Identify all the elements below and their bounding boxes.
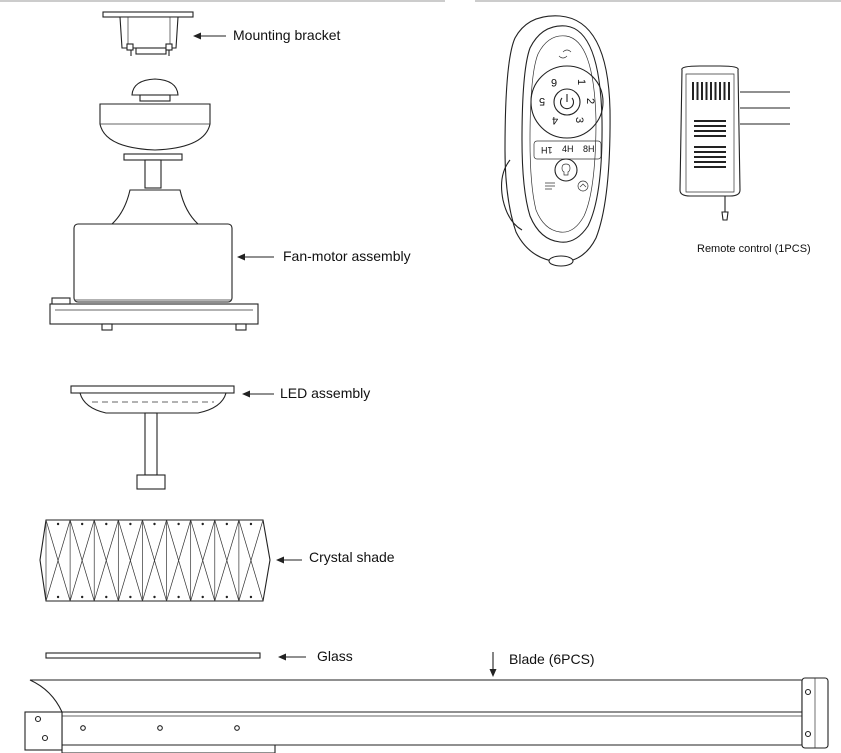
shade-crystal-dot — [80, 522, 84, 526]
receiver-vent-slot — [694, 156, 726, 158]
natural-wind-icon[interactable] — [545, 182, 555, 190]
shade-facet-line — [117, 519, 143, 602]
shade-crystal-dot — [225, 595, 229, 599]
receiver-vent-slot — [694, 166, 726, 168]
shade-crystal-dot — [201, 595, 204, 599]
shade-crystal-dot — [105, 522, 108, 526]
light-bulb-icon — [561, 163, 571, 176]
fan-motor-assembly-drawing — [49, 78, 259, 331]
mounting-bracket-drawing — [102, 11, 194, 56]
receiver-vent-slot — [696, 82, 699, 100]
receiver-vent-slot — [719, 82, 721, 100]
shade-crystal-dot — [56, 595, 60, 599]
label-blade: Blade (6PCS) — [509, 651, 595, 667]
receiver-vent-slot — [710, 82, 712, 100]
timer-4h-button[interactable]: 4H — [562, 144, 574, 154]
shade-crystal-dot — [153, 522, 156, 526]
shade-facet-line — [69, 519, 95, 602]
receiver-vent-slot — [723, 82, 726, 100]
led-assembly-drawing — [70, 385, 235, 490]
receiver-vent-slot — [694, 146, 726, 148]
receiver-vent-slot — [694, 120, 726, 122]
receiver-vent-slot — [714, 82, 717, 100]
shade-facet-line — [142, 519, 167, 602]
remote-receiver-drawing — [679, 65, 790, 221]
label-fan-motor-assembly: Fan-motor assembly — [283, 248, 411, 264]
light-button[interactable] — [554, 158, 578, 182]
speed-2-label[interactable]: 2 — [584, 97, 597, 105]
speed-dial[interactable] — [530, 65, 604, 139]
glass-drawing — [45, 652, 261, 659]
speed-6-label[interactable]: 6 — [551, 76, 558, 88]
receiver-vent-slot — [694, 130, 726, 132]
label-crystal-shade: Crystal shade — [309, 549, 395, 565]
timer-8h-button[interactable]: 8H — [583, 144, 595, 154]
label-glass: Glass — [317, 648, 353, 664]
crystal-shade-drawing — [39, 519, 271, 602]
speed-5-label[interactable]: 5 — [539, 95, 546, 107]
receiver-vent-slot — [728, 82, 730, 100]
power-icon — [559, 94, 575, 110]
blade-drawing — [24, 677, 829, 753]
shade-facet-line — [166, 519, 192, 602]
shade-crystal-dot — [177, 595, 180, 599]
shade-facet-line — [190, 519, 216, 602]
receiver-vent-slot — [694, 135, 726, 137]
shade-facet-line — [45, 519, 71, 602]
receiver-vent-slot — [692, 82, 694, 100]
home-mode-icon[interactable] — [577, 180, 589, 192]
shade-facet-line — [238, 519, 264, 602]
shade-crystal-dot — [225, 522, 229, 526]
shade-crystal-dot — [129, 595, 132, 599]
shade-crystal-dot — [105, 595, 108, 599]
speed-3-label[interactable]: 3 — [573, 116, 586, 124]
receiver-vent-slot — [694, 161, 726, 163]
receiver-vent-slot — [701, 82, 703, 100]
shade-crystal-dot — [56, 522, 60, 526]
shade-facet-line — [214, 519, 240, 602]
timer-1h-button[interactable]: 1H — [541, 145, 553, 155]
shade-crystal-dot — [80, 595, 84, 599]
shade-crystal-dot — [201, 522, 204, 526]
shade-facet-line — [93, 519, 119, 602]
shade-crystal-dot — [129, 522, 132, 526]
shade-crystal-dot — [153, 595, 156, 599]
reverse-icon[interactable] — [558, 49, 572, 59]
label-mounting-bracket: Mounting bracket — [233, 27, 341, 43]
shade-crystal-dot — [249, 522, 253, 526]
speed-4-label[interactable]: 4 — [552, 114, 559, 126]
receiver-vent-slot — [694, 125, 726, 127]
label-remote-control: Remote control (1PCS) — [697, 243, 811, 255]
speed-1-label[interactable]: 1 — [575, 78, 588, 86]
receiver-vent-slot — [694, 151, 726, 153]
shade-crystal-dot — [177, 522, 180, 526]
remote-control-drawing — [501, 15, 611, 267]
shade-crystal-dot — [249, 595, 253, 599]
label-led-assembly: LED assembly — [280, 385, 371, 401]
receiver-vent-slot — [705, 82, 708, 100]
